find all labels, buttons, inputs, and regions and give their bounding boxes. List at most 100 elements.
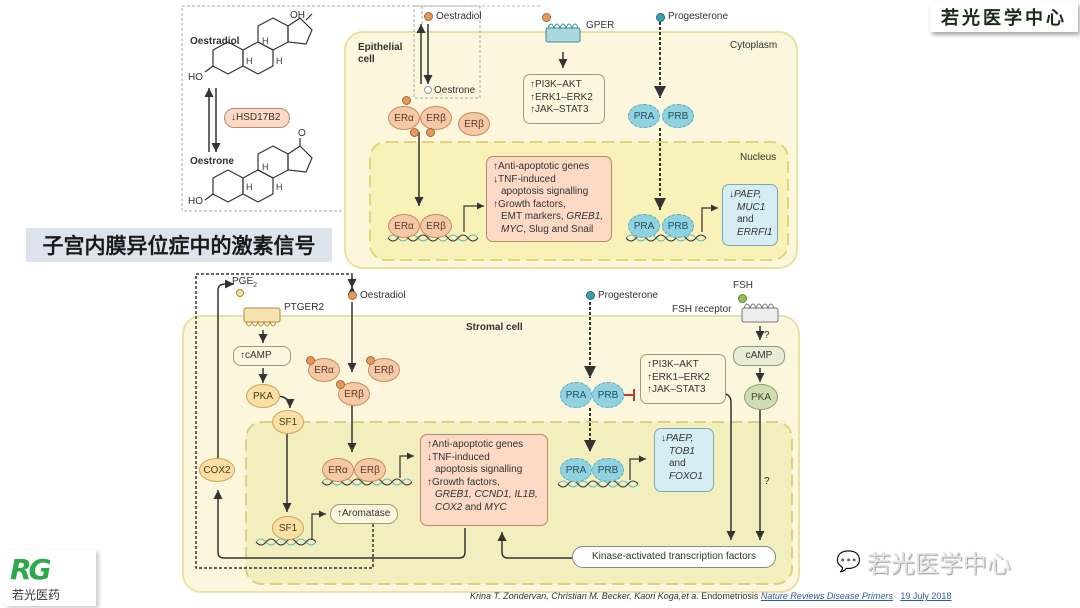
oestradiol-molecule-icon: [306, 356, 315, 365]
question-mark: ?: [764, 476, 770, 487]
aromatase-box: ↑Aromatase: [330, 504, 398, 524]
citation-title: Endometriosis: [701, 591, 759, 601]
epithelial-oestrone-label: Oestrone: [434, 85, 476, 96]
stromal-nuclear-er-beta: ERβ: [354, 458, 386, 482]
stromal-pka: PKA: [246, 384, 280, 408]
progesterone-molecule-icon: [586, 291, 595, 300]
progesterone-molecule-icon: [656, 13, 665, 22]
target-gene: MYC: [501, 223, 524, 235]
oestradiol-molecule-icon: [348, 291, 357, 300]
stromal-pr-target-genes: ↓PAEP, TOB1 and FOXO1: [654, 428, 714, 492]
epithelial-cell-label: Epithelial cell: [358, 42, 403, 65]
ho-top-label: HO: [188, 72, 203, 83]
target-gene: GREB1,: [566, 211, 604, 222]
oestrone-structure-label: Oestrone: [190, 156, 234, 167]
kinase-transcription-factors-box: Kinase-activated transcription factors: [572, 546, 776, 568]
fsh-label: FSH: [733, 280, 753, 291]
stromal-sf1-cytoplasm: SF1: [272, 410, 304, 434]
oestrone-structure-icon: [204, 138, 313, 203]
target-gene: GREB1, CCND1, IL1B,: [435, 489, 538, 500]
epithelial-progesterone-label: Progesterone: [668, 11, 729, 22]
epithelial-er-alpha: ERα: [388, 106, 420, 130]
epithelial-nuclear-prb: PRB: [662, 214, 694, 238]
target-item: Anti-apoptotic genes: [432, 439, 524, 450]
page-title: 子宫内膜异位症中的激素信号: [26, 228, 332, 262]
target-gene: MYC: [484, 501, 507, 513]
stromal-progesterone-label: Progesterone: [598, 290, 659, 301]
company-logo: RG 若光医药: [4, 550, 96, 606]
oh-label: OH: [290, 10, 305, 21]
target-gene: MUC1: [737, 201, 766, 213]
epithelial-prb: PRB: [662, 104, 694, 128]
oestradiol-molecule-icon: [426, 128, 435, 137]
wechat-icon: 💬: [836, 551, 861, 573]
target-gene: PAEP,: [734, 189, 762, 200]
target-gene: TOB1: [669, 445, 695, 457]
fsh-molecule-icon: [738, 294, 747, 303]
target-item: Growth factors,: [498, 198, 566, 210]
target-gene: FOXO1: [669, 470, 703, 482]
epithelial-er-target-genes: ↑Anti-apoptotic genes ↓TNF-induced apopt…: [486, 156, 612, 242]
h-label: H: [276, 56, 283, 66]
stromal-nuclear-pra: PRA: [560, 458, 592, 482]
question-mark: ?: [764, 330, 770, 341]
rg-logo-icon: RG: [10, 553, 52, 586]
epithelial-er-beta-free: ERβ: [458, 112, 490, 136]
stromal-nuclear-prb: PRB: [592, 458, 624, 482]
pge2-molecule-icon: [236, 289, 244, 297]
stromal-oestradiol-label: Oestradiol: [360, 290, 406, 301]
cytoplasm-label: Cytoplasm: [730, 40, 778, 51]
stromal-cell-label: Stromal cell: [466, 322, 523, 333]
watermark-top-right: 若光医学中心: [930, 2, 1078, 32]
oestradiol-structure-label: Oestradiol: [190, 36, 240, 47]
oestradiol-molecule-icon: [366, 356, 375, 365]
hsd17b2-enzyme: ↓HSD17B2: [224, 108, 290, 128]
epithelial-nuclear-pra: PRA: [628, 214, 660, 238]
oestradiol-molecule-icon: [424, 12, 433, 21]
stromal-er-target-genes: ↑Anti-apoptotic genes ↓TNF-induced apopt…: [420, 434, 548, 526]
oestrone-molecule-icon: [424, 86, 432, 94]
logo-text: 若光医药: [12, 588, 61, 602]
ptger2-label: PTGER2: [284, 302, 325, 313]
h-label: H: [246, 182, 253, 192]
fsh-camp-box: cAMP: [733, 346, 785, 366]
ketone-o-label: O: [298, 128, 306, 139]
citation-journal-link[interactable]: Nature Reviews Disease Primers: [760, 591, 893, 601]
pathway-item: ↑ERK1–ERK2: [530, 91, 593, 103]
nucleus-label: Nucleus: [740, 152, 777, 163]
gper-ligand-icon: [542, 13, 551, 22]
citation-date-link[interactable]: 19 July 2018: [900, 591, 952, 601]
stromal-pra: PRA: [560, 382, 592, 408]
wechat-watermark: 💬 若光医学中心: [836, 550, 1011, 578]
citation-authors: Krina T. Zondervan, Christian M. Becker,…: [470, 591, 699, 601]
stromal-nuclear-er-alpha: ERα: [322, 458, 354, 482]
target-item: apoptosis signalling: [435, 464, 523, 475]
camp-increase-box: ↑cAMP: [233, 346, 291, 366]
epithelial-oestradiol-label: Oestradiol: [436, 11, 482, 22]
h-label: H: [276, 182, 283, 192]
target-item: apoptosis signalling: [501, 186, 589, 197]
fsh-receptor-icon: [741, 303, 779, 323]
oestradiol-structure-icon: [204, 13, 313, 75]
stromal-prb: PRB: [592, 382, 624, 408]
pathway-item: ↑PI3K–AKT: [647, 359, 699, 370]
pathway-item: ↑PI3K–AKT: [530, 79, 582, 90]
target-item: and: [737, 214, 754, 225]
oestradiol-molecule-icon: [336, 380, 345, 389]
epithelial-pr-target-genes: ↓PAEP, MUC1 and ERRFI1: [722, 184, 778, 246]
target-item: and: [669, 458, 686, 469]
ho-bottom-label: HO: [188, 196, 203, 207]
fsh-receptor-label: FSH receptor: [672, 304, 732, 315]
epithelial-nuclear-er-beta: ERβ: [420, 214, 452, 238]
oestradiol-molecule-icon: [402, 96, 411, 105]
target-item: Anti-apoptotic genes: [498, 161, 590, 172]
target-item: Growth factors,: [432, 476, 500, 488]
h-label: H: [262, 162, 269, 172]
epithelial-nuclear-er-alpha: ERα: [388, 214, 420, 238]
target-gene: COX2: [435, 501, 463, 513]
target-item: TNF-induced: [498, 173, 556, 185]
oestradiol-molecule-icon: [410, 128, 419, 137]
target-gene: PAEP,: [666, 433, 694, 444]
target-item: TNF-induced: [432, 451, 490, 463]
target-gene: ERRFI1: [737, 226, 773, 238]
